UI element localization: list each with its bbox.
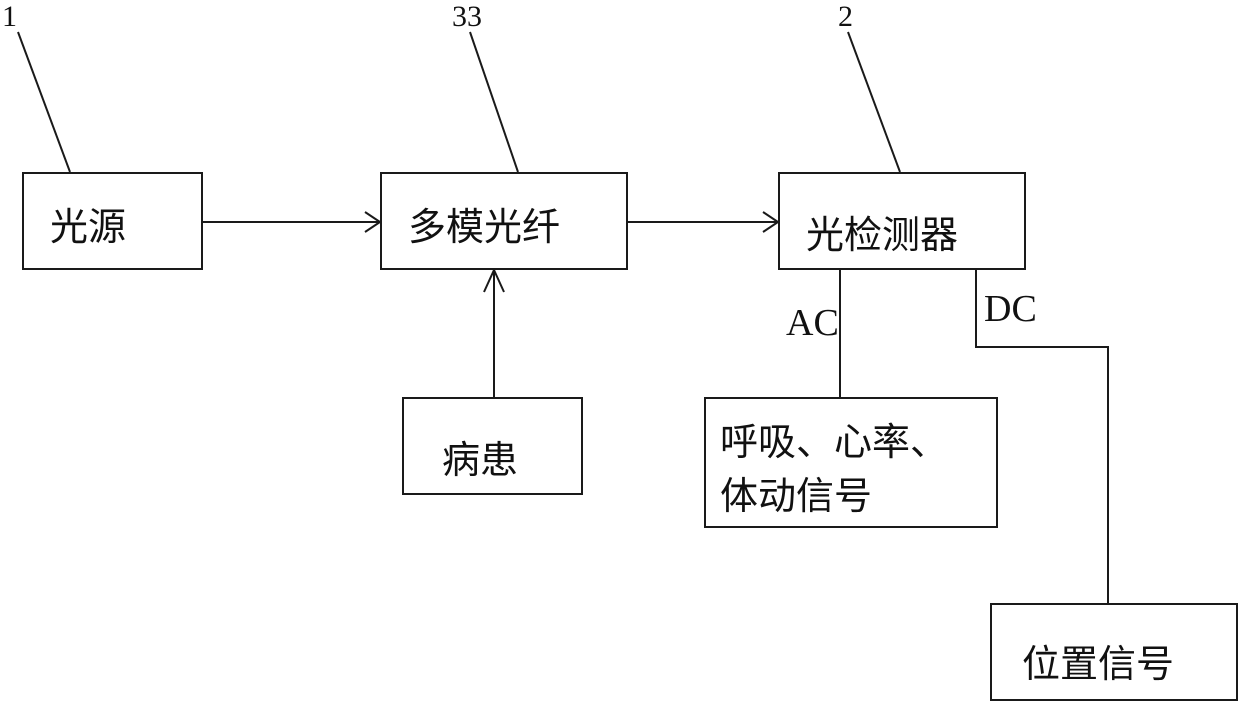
ref-label-light-source: 1 xyxy=(2,2,17,32)
ref-label-detector: 2 xyxy=(838,2,853,32)
leader-line-33 xyxy=(470,32,518,172)
ac-output-block: 呼吸、心率、 体动信号 xyxy=(704,397,998,528)
ref-label-fiber: 33 xyxy=(452,2,482,32)
dc-signal-label: DC xyxy=(984,290,1037,328)
patient-label: 病患 xyxy=(442,429,518,484)
photodetector-label: 光检测器 xyxy=(806,204,958,259)
multimode-fiber-block: 多模光纤 xyxy=(380,172,628,270)
patient-block: 病患 xyxy=(402,397,583,495)
light-source-block: 光源 xyxy=(22,172,203,270)
light-source-label: 光源 xyxy=(50,196,126,251)
leader-line-1 xyxy=(18,32,70,172)
position-signal-label: 位置信号 xyxy=(1022,633,1174,688)
ac-output-label-line2: 体动信号 xyxy=(720,465,872,520)
photodetector-block: 光检测器 xyxy=(778,172,1026,270)
leader-line-2 xyxy=(848,32,900,172)
position-signal-block: 位置信号 xyxy=(990,603,1238,701)
ac-output-label-line1: 呼吸、心率、 xyxy=(720,411,948,466)
ac-signal-label: AC xyxy=(786,304,839,342)
multimode-fiber-label: 多模光纤 xyxy=(408,196,560,251)
